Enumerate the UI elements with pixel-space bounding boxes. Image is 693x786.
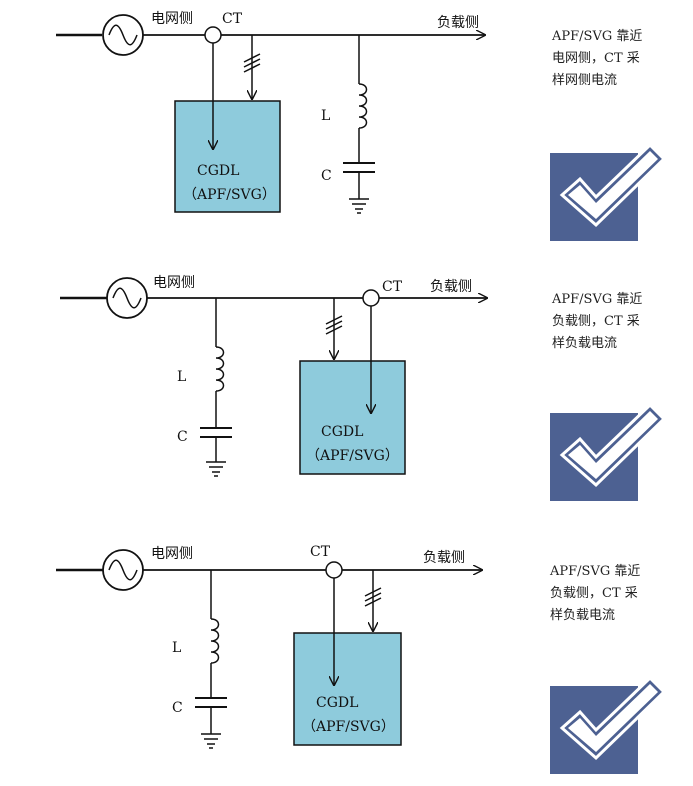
diagram-1: 电网侧 负载侧 CT CGDL （APF/SVG） L C bbox=[56, 11, 485, 214]
inductor-label: L bbox=[321, 108, 330, 124]
inductor-icon bbox=[210, 618, 220, 664]
checkmark-icon bbox=[550, 675, 667, 774]
grid-side-label: 电网侧 bbox=[151, 546, 193, 562]
description-line: 负载侧，CT 采 bbox=[552, 314, 640, 329]
description-line: 样负载电流 bbox=[550, 608, 616, 623]
checkmark-icon bbox=[550, 142, 667, 241]
capacitor-label: C bbox=[177, 429, 188, 445]
current-transformer-icon bbox=[204, 26, 222, 44]
capacitor-icon bbox=[343, 162, 375, 173]
grid-side-label: 电网侧 bbox=[153, 275, 195, 291]
description-line: APF/SVG 靠近 bbox=[552, 29, 643, 44]
device-name: CGDL bbox=[316, 695, 358, 711]
device-box bbox=[299, 360, 406, 475]
capacitor-label: C bbox=[172, 700, 183, 716]
device-name: CGDL bbox=[321, 424, 363, 440]
ground-icon bbox=[349, 198, 369, 214]
three-phase-ticks bbox=[243, 53, 261, 73]
ct-label: CT bbox=[222, 11, 243, 27]
capacitor-icon bbox=[195, 697, 227, 708]
device-type: （APF/SVG） bbox=[306, 448, 399, 464]
capacitor-label: C bbox=[321, 168, 332, 184]
inductor-icon bbox=[358, 83, 368, 129]
description-line: 电网侧，CT 采 bbox=[552, 51, 640, 66]
current-transformer-icon bbox=[362, 289, 380, 307]
ct-label: CT bbox=[310, 544, 331, 560]
ac-source-icon bbox=[106, 277, 148, 319]
grid-side-label: 电网侧 bbox=[151, 11, 193, 27]
ct-label: CT bbox=[382, 279, 403, 295]
three-phase-ticks bbox=[364, 587, 382, 607]
description-line: APF/SVG 靠近 bbox=[550, 564, 641, 579]
device-box bbox=[293, 632, 402, 746]
ground-icon bbox=[201, 733, 221, 749]
device-name: CGDL bbox=[197, 163, 239, 179]
ac-source-icon bbox=[102, 14, 144, 56]
inductor-label: L bbox=[172, 640, 181, 656]
capacitor-icon bbox=[200, 427, 232, 438]
inductor-label: L bbox=[177, 369, 186, 385]
ground-icon bbox=[206, 461, 226, 477]
device-box bbox=[174, 100, 281, 213]
checkmark-icon bbox=[550, 402, 667, 501]
load-side-label: 负载侧 bbox=[430, 279, 472, 295]
current-transformer-icon bbox=[325, 561, 343, 579]
diagram-3: 电网侧 负载侧 CT L C CGDL （APF/SVG） bbox=[56, 544, 482, 749]
description-line: APF/SVG 靠近 bbox=[552, 292, 643, 307]
description-3: APF/SVG 靠近 负载侧，CT 采 样负载电流 bbox=[550, 561, 680, 627]
three-phase-ticks bbox=[325, 315, 343, 335]
inductor-icon bbox=[215, 346, 225, 392]
description-line: 样负载电流 bbox=[552, 336, 618, 351]
description-line: 负载侧，CT 采 bbox=[550, 586, 638, 601]
device-type: （APF/SVG） bbox=[183, 187, 276, 203]
device-type: （APF/SVG） bbox=[302, 719, 395, 735]
ac-source-icon bbox=[102, 549, 144, 591]
description-line: 样网侧电流 bbox=[552, 73, 618, 88]
load-side-label: 负载侧 bbox=[437, 15, 479, 31]
description-1: APF/SVG 靠近 电网侧，CT 采 样网侧电流 bbox=[552, 26, 682, 92]
description-2: APF/SVG 靠近 负载侧，CT 采 样负载电流 bbox=[552, 289, 682, 355]
load-side-label: 负载侧 bbox=[423, 550, 465, 566]
diagram-2: 电网侧 负载侧 CT L C CGDL （APF/SVG） bbox=[60, 275, 487, 477]
